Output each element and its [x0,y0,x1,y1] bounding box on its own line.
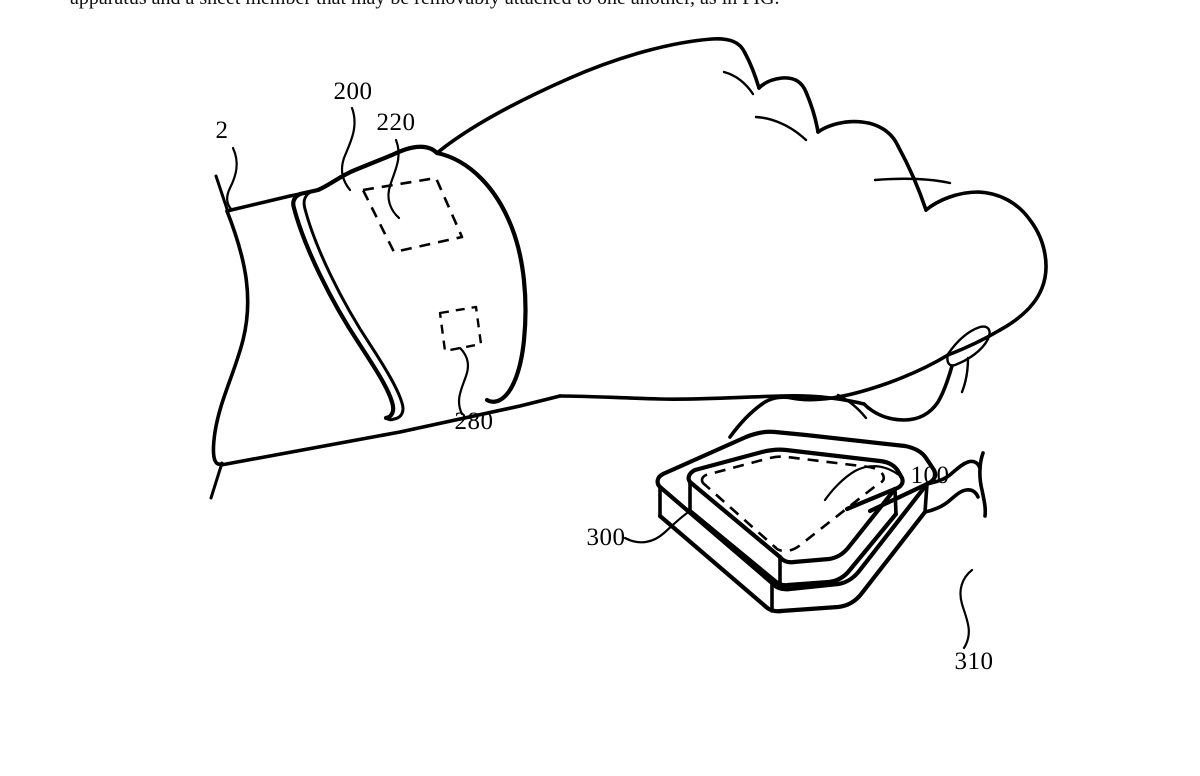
knuckle-valley-2 [816,119,900,148]
leader-100 [823,465,901,502]
leader-280 [458,346,470,416]
hand-top-silhouette [435,37,747,155]
band-seam-outer [291,191,396,421]
forearm-underside-edge [219,394,562,467]
module-upper-front-bottom [785,511,899,588]
module-base-top-face-front [769,481,930,592]
module-upper-top-face [686,447,905,512]
band-seam-bottom-cap [384,416,396,422]
ref-numeral-280: 280 [455,408,494,435]
module-base-top-face [655,429,938,514]
ref-numeral-310: 310 [955,648,994,675]
forearm-top-edge [225,192,302,213]
band-top-edge [297,144,440,197]
module-upper-right-edge [893,487,898,516]
band-right-edge [434,150,528,404]
leader-200 [340,106,356,192]
ref-numeral-300: 300 [587,524,626,551]
wristband-group [291,144,528,422]
module-cable-upper [925,459,982,486]
forearm-break-line-bottom [209,461,224,500]
thumb-base-crease [960,356,970,394]
leader-lines [226,106,974,650]
knuckle-middle [804,90,820,134]
band-small-hidden-rectangle [438,305,483,353]
forearm-break-line-top [214,174,230,214]
thumb-upper-contour [946,328,1002,357]
reference-numeral-labels: 2 200 220 280 100 300 310 [216,78,994,675]
fist-group [435,37,1048,439]
ref-numeral-2: 2 [216,117,229,144]
curled-finger-upper-edge [790,353,950,402]
module-base-front-bottom [778,509,928,614]
module-upper-top-face-left [687,479,783,560]
ref-numeral-200: 200 [334,78,373,105]
palm-heel-underside [558,394,866,406]
ref-numeral-220: 220 [377,109,416,136]
knuckle-index [743,51,761,90]
module-upper-top-face-front [777,486,898,565]
leader-220 [387,138,401,220]
ref-numeral-100: 100 [911,462,950,489]
forearm-left-contour [211,209,250,466]
finger-crease-middle [754,115,808,142]
curled-finger-crease [836,393,868,420]
finger-crease-ring [873,177,952,185]
module-cable-lower [923,488,980,514]
module-top-hidden-rectangle [700,455,886,553]
fist-outer-edge [924,190,1048,332]
leader-300 [623,509,692,544]
finger-crease-index [722,70,755,96]
band-large-hidden-rectangle [361,176,464,254]
module-base-right-edge [923,482,929,514]
band-seam-inner [302,191,405,421]
knuckle-valley-1 [757,76,808,94]
leader-310 [959,568,974,650]
thumb-lower-contour [862,364,954,422]
forearm-group [209,174,562,500]
module-group [655,429,988,614]
module-base-front-left-bottom [657,513,784,614]
leader-2 [226,146,238,211]
module-cable-break-tick [978,451,988,518]
